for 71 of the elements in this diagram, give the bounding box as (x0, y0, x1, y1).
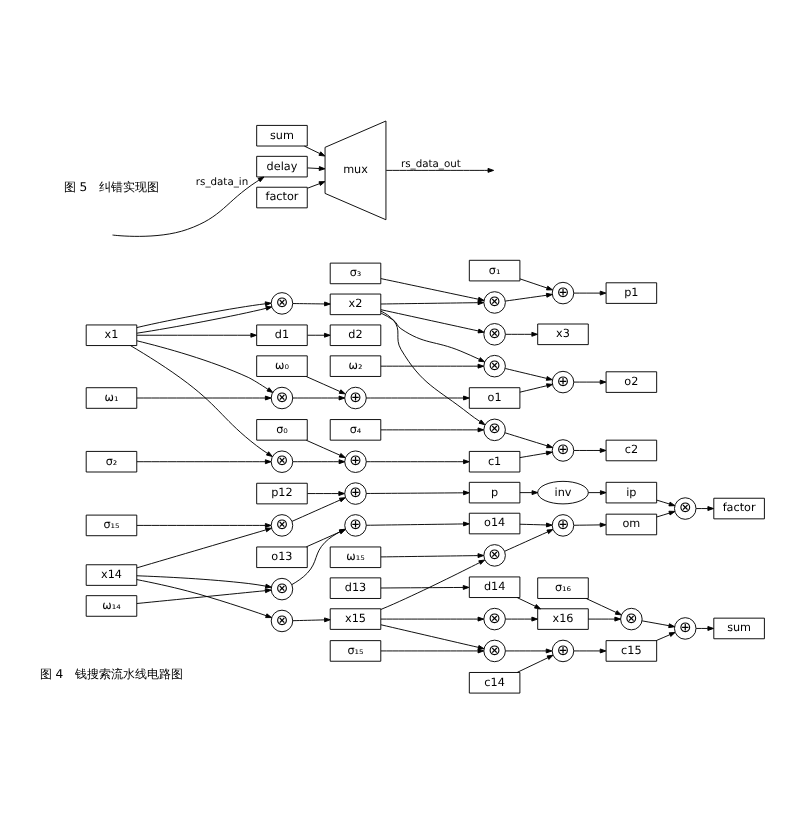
arrow (136, 394, 272, 400)
arrow (641, 619, 676, 628)
arrow (380, 311, 486, 362)
arrow (365, 520, 470, 526)
arrow (504, 291, 553, 301)
arrow (380, 647, 485, 653)
arrow (136, 339, 274, 392)
arrow (695, 625, 714, 630)
arrow (292, 616, 331, 622)
arrow (656, 509, 676, 517)
arrow (504, 367, 553, 380)
arrow (365, 394, 470, 400)
arrow (656, 498, 676, 506)
arrow (504, 528, 554, 551)
arrow (307, 165, 326, 170)
arrow (505, 615, 538, 621)
arrow (136, 331, 257, 337)
arrow (573, 447, 607, 452)
arrow (587, 615, 621, 621)
arrow (519, 521, 553, 527)
arrow (380, 309, 486, 425)
arrow (655, 630, 676, 641)
arrow (365, 458, 470, 464)
arrow (380, 426, 485, 432)
arrow (305, 375, 346, 394)
arrow (380, 299, 485, 305)
arrow (380, 308, 485, 333)
arrow (519, 382, 553, 392)
arrow (307, 490, 345, 495)
arrow (307, 180, 326, 188)
arrow (305, 438, 346, 457)
arrow (112, 175, 265, 236)
arrow (136, 458, 272, 464)
arrow (292, 458, 346, 464)
arrow (380, 277, 485, 301)
arrow (292, 394, 346, 400)
arrow (695, 505, 714, 510)
arrow (519, 489, 539, 495)
arrow (505, 647, 553, 653)
arrow (519, 277, 553, 290)
arrow (573, 378, 607, 384)
arrow (136, 526, 272, 568)
arrow (573, 521, 607, 527)
arrow (587, 489, 607, 495)
arrow (586, 597, 622, 615)
arrow (365, 489, 470, 495)
arrow (380, 558, 486, 609)
arrow (573, 647, 607, 653)
arrow (504, 431, 553, 448)
arrow (136, 574, 272, 588)
arrow (380, 584, 470, 589)
arrow (136, 587, 272, 603)
arrow (136, 578, 273, 618)
arrow (380, 615, 485, 621)
arrow (519, 449, 553, 458)
arrow (505, 330, 538, 336)
arrow (292, 300, 331, 306)
arrow (303, 144, 326, 156)
arrow (385, 166, 495, 172)
arrow (307, 331, 331, 337)
arrow (291, 496, 346, 521)
arrow (380, 623, 485, 649)
arrow (380, 362, 485, 368)
arrow (136, 304, 273, 333)
arrow (516, 596, 541, 609)
arrow (136, 300, 272, 327)
arrow (516, 653, 554, 672)
arrow (136, 521, 272, 527)
arrow (380, 552, 485, 558)
arrow (130, 344, 273, 456)
arrow (573, 289, 607, 295)
